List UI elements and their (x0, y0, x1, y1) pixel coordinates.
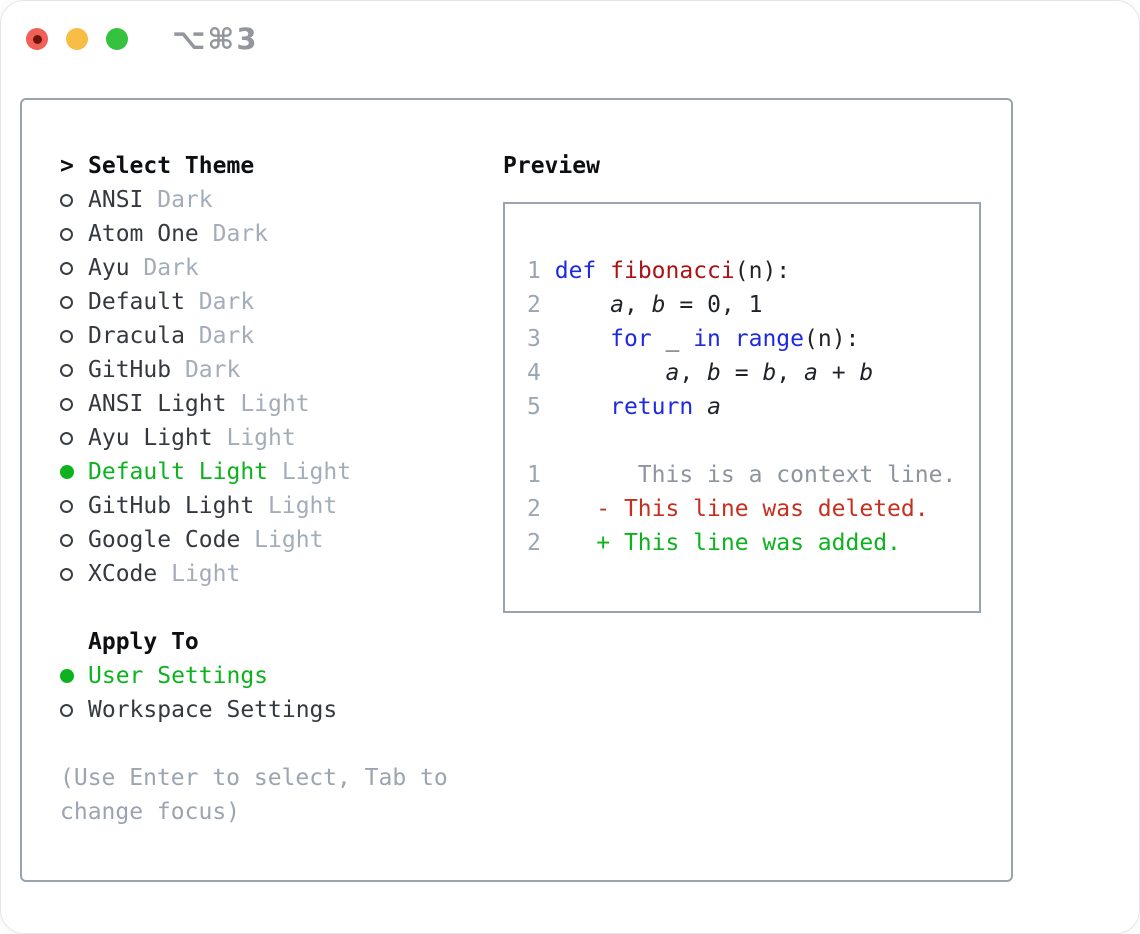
titlebar: ⌥⌘3 (1, 1, 1139, 77)
apply-to-option[interactable]: Workspace Settings (60, 693, 503, 727)
radio-unselected-icon (60, 567, 73, 581)
theme-variant-label: Light (254, 493, 338, 519)
radio-unselected-icon (60, 397, 73, 411)
option-label: XCode (88, 561, 158, 587)
code-line: 2 a, b = 0, 1 (527, 292, 763, 318)
theme-variant-label: Dark (198, 221, 269, 247)
code-line: 5 return a (527, 394, 721, 420)
option-label: Default (88, 289, 185, 315)
radio-unselected-icon (60, 363, 73, 377)
theme-item[interactable]: XCode Light (60, 557, 503, 591)
radio-unselected-icon (60, 329, 73, 343)
close-button[interactable] (26, 28, 48, 50)
radio-unselected-icon (60, 227, 73, 241)
code-line: 4 a, b = b, a + b (527, 360, 874, 386)
radio-unselected-icon (60, 533, 73, 547)
code-preview-box: 1 def fibonacci(n): 2 a, b = 0, 1 3 for _ … (503, 202, 981, 613)
theme-item[interactable]: Default Dark (60, 285, 503, 319)
theme-item[interactable]: Default Light Light (60, 455, 503, 489)
apply-to-option[interactable]: User Settings (60, 659, 503, 693)
apply-to-title: Apply To (88, 629, 199, 655)
traffic-lights (26, 28, 128, 50)
option-label: Google Code (88, 527, 241, 553)
option-label: Default Light (88, 459, 269, 485)
theme-variant-label: Light (212, 425, 296, 451)
theme-item[interactable]: ANSI Dark (60, 183, 503, 217)
focus-caret-icon: > (60, 153, 74, 179)
radio-unselected-icon (60, 261, 73, 275)
select-theme-title: Select Theme (88, 153, 255, 179)
theme-variant-label: Dark (143, 187, 213, 213)
radio-unselected-icon (60, 703, 73, 717)
theme-item[interactable]: GitHub Dark (60, 353, 503, 387)
zoom-button[interactable] (106, 28, 128, 50)
option-label: Workspace Settings (88, 697, 338, 723)
radio-unselected-icon (60, 193, 73, 207)
option-label: User Settings (88, 663, 269, 689)
theme-variant-label: Light (157, 561, 241, 587)
theme-item[interactable]: ANSI Light Light (60, 387, 503, 421)
preview-column: Preview 1 def fibonacci(n): 2 a, b = 0, 1… (503, 100, 1011, 880)
code-line: 2 + This line was added. (527, 530, 901, 556)
theme-variant-label: Light (226, 391, 310, 417)
radio-unselected-icon (60, 499, 73, 513)
spacer (60, 591, 503, 625)
option-label: Dracula (88, 323, 185, 349)
theme-item[interactable]: Ayu Dark (60, 251, 503, 285)
radio-selected-icon (60, 465, 74, 479)
preview-title: Preview (503, 153, 600, 179)
minimize-button[interactable] (66, 28, 88, 50)
code-line: 1 This is a context line. (527, 462, 957, 488)
option-label: Ayu (88, 255, 130, 281)
option-label: ANSI Light (88, 391, 227, 417)
apply-to-header: Apply To (60, 625, 503, 659)
window-shortcut-label: ⌥⌘3 (172, 22, 259, 56)
theme-item[interactable]: Google Code Light (60, 523, 503, 557)
code-line: 2 - This line was deleted. (527, 496, 929, 522)
theme-variant-label: Dark (184, 323, 255, 349)
theme-variant-label: Light (268, 459, 352, 485)
radio-selected-icon (60, 669, 74, 683)
theme-variant-label: Dark (171, 357, 241, 383)
theme-variant-label: Dark (129, 255, 199, 281)
code-line: 3 for _ in range(n): (527, 326, 860, 352)
option-label: Atom One (88, 221, 199, 247)
theme-item[interactable]: GitHub Light Light (60, 489, 503, 523)
select-theme-header: > Select Theme (60, 149, 503, 183)
code-blank-line (527, 424, 979, 458)
theme-variant-label: Dark (184, 289, 255, 315)
option-label: ANSI (88, 187, 144, 213)
theme-variant-label: Light (240, 527, 324, 553)
radio-unselected-icon (60, 431, 73, 445)
option-label: GitHub (88, 357, 172, 383)
keyboard-hint-text: (Use Enter to select, Tab to change focu… (60, 765, 448, 825)
theme-item[interactable]: Ayu Light Light (60, 421, 503, 455)
theme-item[interactable]: Dracula Dark (60, 319, 503, 353)
radio-unselected-icon (60, 295, 73, 309)
option-label: Ayu Light (88, 425, 213, 451)
option-label: GitHub Light (88, 493, 255, 519)
code-line: 1 def fibonacci(n): (527, 258, 791, 284)
theme-item[interactable]: Atom One Dark (60, 217, 503, 251)
